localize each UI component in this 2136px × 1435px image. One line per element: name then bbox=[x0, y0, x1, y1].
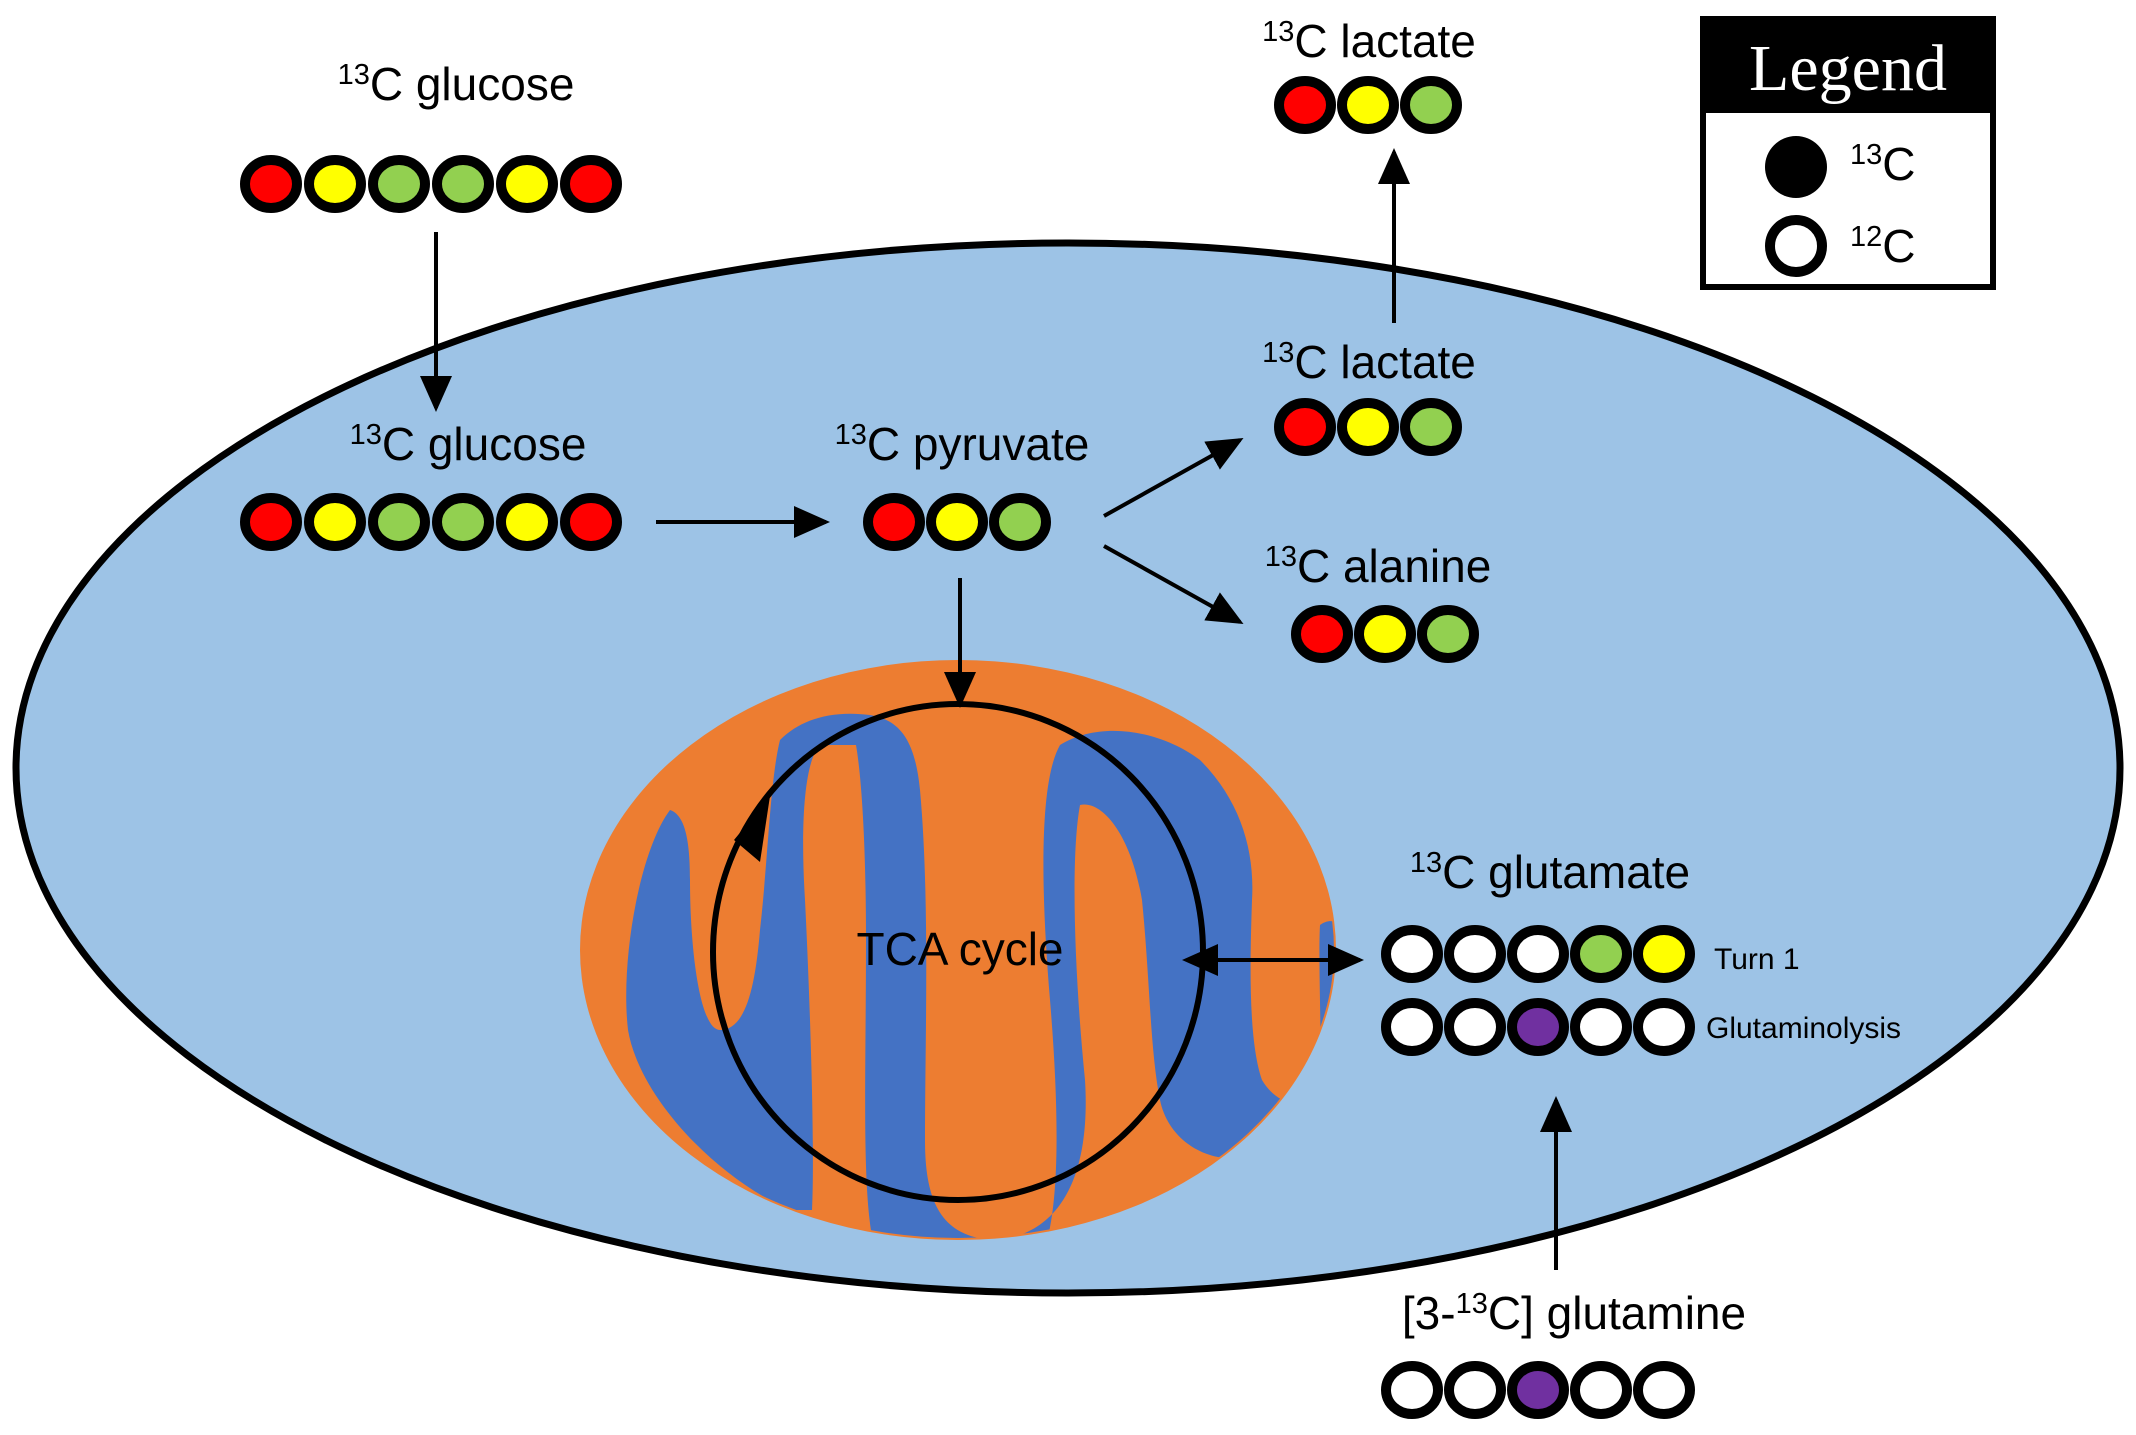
carbon-13c-atom-green bbox=[432, 155, 494, 213]
lactate-inside-carbons bbox=[1274, 398, 1462, 456]
lactate-outside-carbons bbox=[1274, 76, 1462, 134]
carbon-13c-atom-yellow bbox=[926, 493, 988, 551]
legend-13c-label: 13C bbox=[1850, 138, 1916, 190]
carbon-12c-atom bbox=[1444, 998, 1506, 1056]
carbon-13c-atom-red bbox=[1274, 398, 1336, 456]
legend-12c-label: 12C bbox=[1850, 220, 1916, 272]
alanine-label: 13C alanine bbox=[1265, 540, 1492, 592]
carbon-13c-atom-yellow bbox=[304, 493, 366, 551]
glutamine-carbons bbox=[1381, 1361, 1695, 1419]
tca-cycle-label: TCA cycle bbox=[856, 923, 1063, 975]
carbon-12c-atom bbox=[1381, 998, 1443, 1056]
carbon-12c-atom bbox=[1507, 925, 1569, 983]
pyruvate-carbons bbox=[863, 493, 1051, 551]
carbon-13c-atom-green bbox=[1570, 925, 1632, 983]
glucose-outside-carbons bbox=[240, 155, 622, 213]
glutamate-label: 13C glutamate bbox=[1410, 846, 1690, 898]
carbon-13c-atom-red bbox=[240, 155, 302, 213]
lactate-outside-label: 13C lactate bbox=[1262, 15, 1476, 67]
glutamine-label: [3-13C] glutamine bbox=[1402, 1287, 1746, 1339]
pyruvate-label: 13C pyruvate bbox=[835, 418, 1090, 470]
glucose-inside-carbons bbox=[240, 493, 622, 551]
arrow-pyruvate-to-alanine bbox=[1103, 544, 1244, 624]
carbon-13c-atom-green bbox=[1417, 605, 1479, 663]
carbon-12c-atom bbox=[1381, 1361, 1443, 1419]
carbon-12c-atom bbox=[1381, 925, 1443, 983]
carbon-12c-atom bbox=[1570, 1361, 1632, 1419]
arrow-pyruvate-to-lactate bbox=[1103, 438, 1244, 518]
carbon-13c-atom-green bbox=[368, 493, 430, 551]
carbon-13c-atom-green bbox=[989, 493, 1051, 551]
legend-12c-open-circle-icon bbox=[1765, 215, 1827, 277]
tca-direction-arrow-icon bbox=[734, 796, 770, 862]
carbon-13c-atom-red bbox=[560, 155, 622, 213]
legend-header bbox=[1703, 19, 1993, 113]
carbon-13c-atom-green bbox=[1400, 398, 1462, 456]
carbon-12c-atom bbox=[1633, 1361, 1695, 1419]
lactate-inside-label: 13C lactate bbox=[1262, 336, 1476, 388]
carbon-13c-atom-yellow bbox=[304, 155, 366, 213]
carbon-13c-atom-red bbox=[1274, 76, 1336, 134]
carbon-13c-atom-red bbox=[863, 493, 925, 551]
carbon-13c-atom-green bbox=[1400, 76, 1462, 134]
carbon-13c-atom-red bbox=[560, 493, 622, 551]
legend-title: Legend bbox=[1749, 32, 1947, 105]
carbon-13c-atom-yellow bbox=[496, 493, 558, 551]
carbon-13c-atom-yellow bbox=[1633, 925, 1695, 983]
carbon-13c-atom-yellow bbox=[496, 155, 558, 213]
carbon-13c-atom-yellow bbox=[1337, 398, 1399, 456]
glutamate-glutaminolysis-label: Glutaminolysis bbox=[1706, 1012, 1901, 1045]
glutamate-glutaminolysis-carbons bbox=[1381, 998, 1695, 1056]
glutamate-turn1-label: Turn 1 bbox=[1714, 943, 1800, 976]
carbon-13c-atom-purple bbox=[1507, 1361, 1569, 1419]
carbon-12c-atom bbox=[1570, 998, 1632, 1056]
alanine-carbons bbox=[1291, 605, 1479, 663]
legend-13c-filled-circle-icon bbox=[1765, 136, 1827, 198]
carbon-13c-atom-green bbox=[432, 493, 494, 551]
carbon-13c-atom-yellow bbox=[1337, 76, 1399, 134]
legend: Legend 13C 12C bbox=[1700, 16, 1996, 290]
glucose-inside-label: 13C glucose bbox=[350, 418, 587, 470]
carbon-13c-atom-yellow bbox=[1354, 605, 1416, 663]
carbon-12c-atom bbox=[1633, 998, 1695, 1056]
mitochondrion: TCA cycle bbox=[580, 660, 1336, 1240]
carbon-12c-atom bbox=[1444, 925, 1506, 983]
carbon-13c-atom-green bbox=[368, 155, 430, 213]
carbon-13c-atom-red bbox=[1291, 605, 1353, 663]
glucose-outside-label: 13C glucose bbox=[338, 58, 575, 110]
glutamate-turn1-carbons bbox=[1381, 925, 1695, 983]
carbon-12c-atom bbox=[1444, 1361, 1506, 1419]
carbon-13c-atom-purple bbox=[1507, 998, 1569, 1056]
carbon-13c-atom-red bbox=[240, 493, 302, 551]
